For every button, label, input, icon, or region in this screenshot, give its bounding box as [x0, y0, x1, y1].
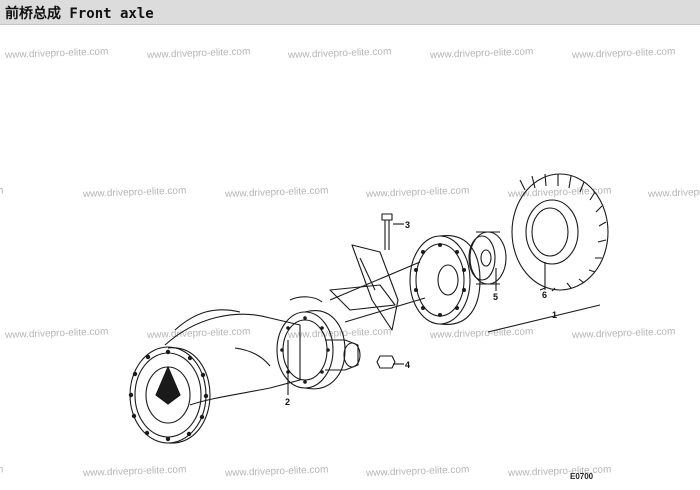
wheel-rim [468, 231, 507, 285]
callout-1: 1 [552, 310, 557, 320]
right-axle-tube [329, 261, 426, 323]
drawing-code: E0700 [570, 472, 594, 481]
header-bar: 前桥总成 Front axle [0, 0, 700, 25]
page-title: 前桥总成 Front axle [5, 6, 154, 22]
left-hub-end [128, 346, 211, 444]
callout-2: 2 [285, 397, 290, 407]
bolt [381, 213, 393, 250]
callout-6: 6 [542, 290, 547, 300]
right-wheel-hub [409, 235, 481, 325]
callout-5: 5 [493, 292, 498, 302]
nut [376, 355, 396, 369]
callout-leaders [287, 223, 601, 395]
callout-3: 3 [405, 220, 410, 230]
axle-housing [164, 309, 301, 406]
tire [511, 173, 609, 292]
differential-housing [276, 296, 361, 390]
mounting-bracket [351, 244, 399, 331]
callout-4: 4 [405, 360, 410, 370]
